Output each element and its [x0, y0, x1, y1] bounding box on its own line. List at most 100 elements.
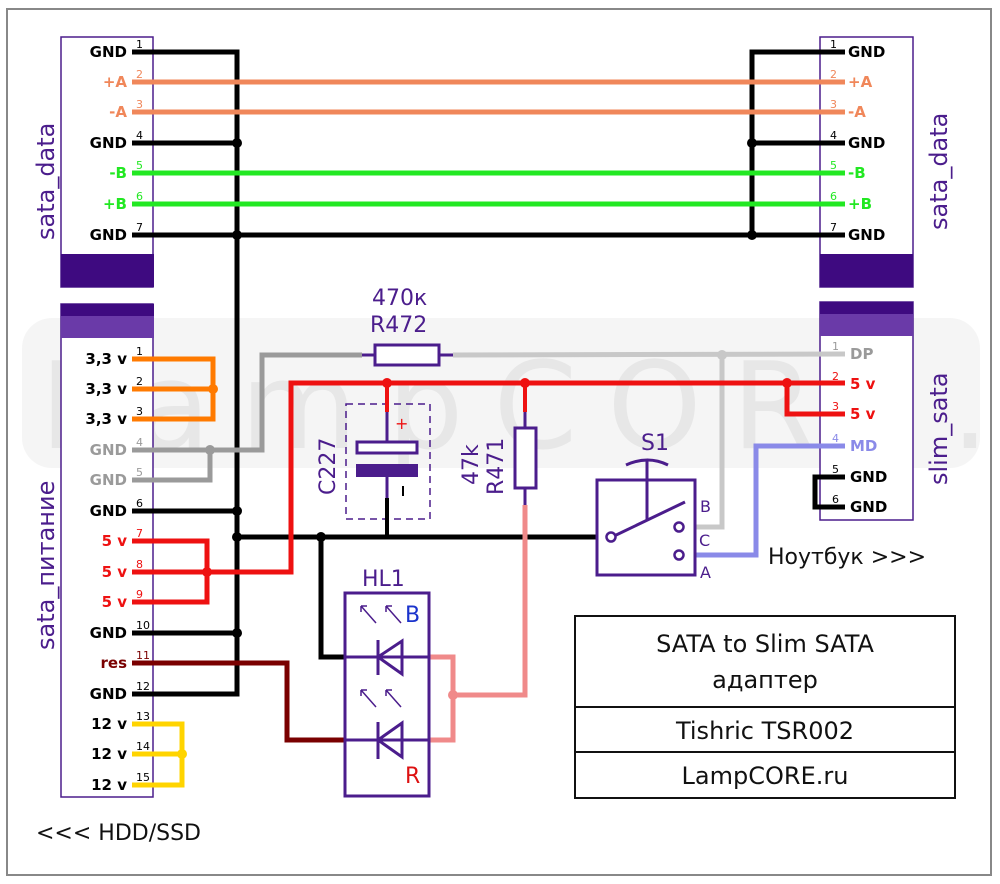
left-data-pin-number: 3: [136, 98, 143, 111]
right-slim-pin-label: GND: [850, 498, 887, 516]
wire-switch-b: [684, 355, 725, 530]
s1-pin-a: A: [700, 563, 711, 582]
left-power-title: sata_питание: [32, 481, 60, 650]
left-power-pin-label: 5 v: [102, 593, 128, 611]
left-data-pin-number: 1: [136, 38, 143, 51]
r471-ref: R471: [484, 438, 509, 495]
wires: [132, 49, 846, 788]
left-power-pin-number: 11: [136, 649, 150, 662]
junction-dot: [782, 378, 792, 388]
right-data-pin-label: GND: [848, 134, 885, 152]
c227-ref: C227: [316, 438, 341, 495]
left-power-pin-label: 3,3 v: [85, 410, 127, 428]
junction-dot: [208, 384, 218, 394]
right-data-pin-label: +B: [848, 195, 872, 213]
left-power-pin-label: 5 v: [102, 563, 128, 581]
right-data-pin-label: -A: [848, 103, 866, 121]
right-data-title: sata_data: [925, 113, 953, 230]
left-data-pin-label: GND: [90, 134, 127, 152]
wire-md: [684, 443, 845, 558]
right-slim-title: slim_sata: [925, 372, 953, 485]
junction-dot: [232, 506, 242, 516]
left-power-pin-label: GND: [90, 685, 127, 703]
junction-dot: [717, 350, 727, 360]
s1-ref: S1: [641, 431, 669, 456]
junction-dot: [232, 138, 242, 148]
right-slim-pin-label: 5 v: [850, 375, 876, 393]
hdd-label: <<< HDD/SSD: [36, 821, 201, 846]
hl1-ref: HL1: [362, 567, 405, 592]
left-data-pin-number: 7: [136, 221, 143, 234]
right-data-pin-label: GND: [848, 43, 885, 61]
led-hl1: HL1 B R: [343, 567, 431, 798]
left-power-pin-number: 3: [136, 405, 143, 418]
r472-ref: R472: [370, 313, 427, 338]
left-power-key-dark: [61, 304, 154, 316]
r471-value: 47k: [459, 444, 484, 485]
right-slim-pin-number: 6: [832, 493, 839, 506]
left-power-pin-number: 8: [136, 558, 143, 571]
laptop-label: Ноутбук >>>: [768, 545, 926, 570]
capacitor-c227: + C227: [316, 383, 431, 537]
junction-dot: [316, 532, 326, 542]
right-slim-pin-number: 2: [832, 370, 839, 383]
left-data-pin-label: GND: [90, 226, 127, 244]
hl1-blue-label: B: [405, 603, 420, 628]
wire-gnd-dp: [132, 352, 362, 453]
left-power-pin-label: 12 v: [91, 776, 127, 794]
r472-value: 470к: [372, 286, 427, 311]
left-data-pin-number: 6: [136, 190, 143, 203]
wire-dp: [452, 351, 846, 358]
right-data-pin-number: 1: [830, 38, 837, 51]
left-power-pin-label: GND: [90, 502, 127, 520]
left-power-pin-label: GND: [90, 471, 127, 489]
left-data-pin-number: 4: [136, 129, 143, 142]
right-data-pin-number: 4: [830, 129, 837, 142]
left-data-pin-label: +A: [103, 73, 128, 91]
right-slim-pin-label: GND: [850, 468, 887, 486]
left-power-pin-number: 7: [136, 527, 143, 540]
wire-5v-slim: [784, 383, 845, 417]
right-data-pin-label: +A: [848, 73, 873, 91]
left-power-pin-number: 5: [136, 466, 143, 479]
left-power-connector: [60, 303, 154, 798]
left-power-pin-number: 1: [136, 345, 143, 358]
wire-led-anode: [453, 505, 528, 698]
left-power-pin-number: 15: [136, 771, 150, 784]
s1-pin-b: B: [700, 497, 711, 516]
right-slim-key-dark: [820, 302, 913, 314]
left-power-pin-label: 3,3 v: [85, 380, 127, 398]
right-data-pin-label: -B: [848, 164, 866, 182]
slim-gnd-wire: [812, 474, 845, 510]
junction-dot: [232, 628, 242, 638]
left-power-pin-number: 2: [136, 375, 143, 388]
gnd-bus-left: [132, 49, 240, 697]
hl1-red-label: R: [405, 764, 420, 789]
title-line1: SATA to Slim SATA: [656, 630, 874, 658]
title-line2: адаптер: [712, 666, 818, 694]
junction-dot: [747, 230, 757, 240]
left-power-pin-number: 13: [136, 710, 150, 723]
left-power-pin-number: 9: [136, 588, 143, 601]
left-data-title: sata_data: [32, 123, 60, 240]
junction-dot: [205, 445, 215, 455]
right-data-pin-number: 5: [830, 159, 837, 172]
junction-dot: [202, 567, 212, 577]
right-slim-pin-label: DP: [850, 345, 873, 363]
left-power-pin-label: res: [101, 654, 128, 672]
right-slim-pin-label: 5 v: [850, 405, 876, 423]
right-data-key: [820, 254, 913, 287]
right-slim-pin-label: MD: [850, 437, 877, 455]
junction-dot: [448, 690, 458, 700]
right-slim-pin-number: 1: [832, 340, 839, 353]
wire-gnd-dp: [132, 450, 213, 483]
left-power-pin-number: 10: [136, 619, 150, 632]
junction-dot: [747, 138, 757, 148]
right-data-pin-number: 6: [830, 190, 837, 203]
right-slim-pin-number: 3: [832, 400, 839, 413]
title-block: SATA to Slim SATA адаптер Tishric TSR002…: [574, 615, 956, 799]
left-power-pin-label: 12 v: [91, 745, 127, 763]
left-power-pin-label: 12 v: [91, 715, 127, 733]
